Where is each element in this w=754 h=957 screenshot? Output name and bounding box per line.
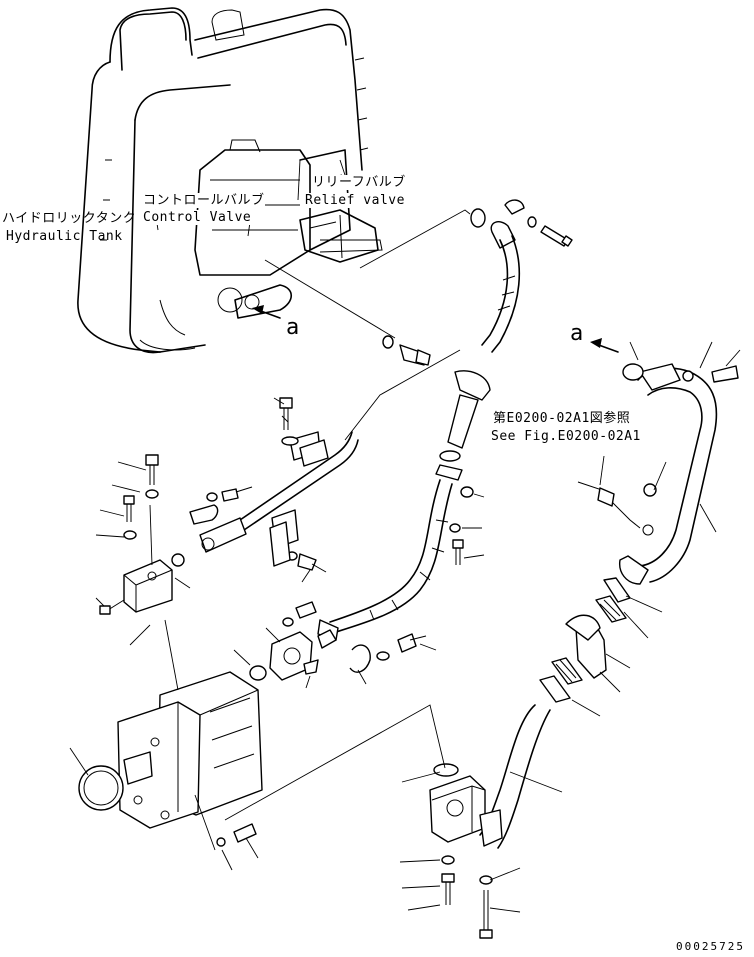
control-valve-label-jp: コントロールバルブ (143, 193, 265, 208)
control-valve-label-en: Control Valve (143, 210, 252, 225)
hydraulic-tank-label-en: Hydraulic Tank (6, 229, 123, 244)
tube-clamp (269, 439, 329, 567)
relief-valve-label-en: Relief valve (305, 193, 405, 208)
bolts-washers (123, 397, 464, 847)
pump-flange (249, 629, 371, 681)
main-hose (317, 479, 453, 641)
suction-hose-upper (481, 235, 521, 353)
sensor-wire (577, 481, 641, 529)
gear-pump (78, 671, 263, 829)
upper-fittings (470, 199, 573, 249)
return-hose-and-clamps (539, 577, 631, 703)
drawing-number: 00025725 (676, 940, 745, 953)
lower-pipe (429, 704, 551, 939)
hydraulic-tank (77, 7, 369, 354)
view-a-label-1: a (286, 315, 300, 340)
view-a-arrow-2 (590, 338, 619, 353)
view-a-arrow-1 (252, 305, 281, 319)
hydraulic-tank-label-jp: ハイドロリックタンク (2, 211, 137, 226)
central-fittings (382, 335, 491, 498)
part-callout-ticks (69, 341, 741, 913)
control-valve (194, 139, 383, 319)
assembly-leaders (149, 349, 461, 851)
relief-valve-label-jp: リリーフバルブ (312, 175, 406, 190)
reference-leaders (264, 159, 471, 339)
relief-valve (299, 209, 379, 263)
junction-block (99, 553, 185, 615)
view-a-label-2: a (570, 321, 584, 346)
see-fig-label-en: See Fig.E0200-02A1 (491, 429, 641, 444)
return-pipe (619, 363, 739, 585)
see-fig-label-jp: 第E0200-02A1図参照 (493, 411, 631, 426)
